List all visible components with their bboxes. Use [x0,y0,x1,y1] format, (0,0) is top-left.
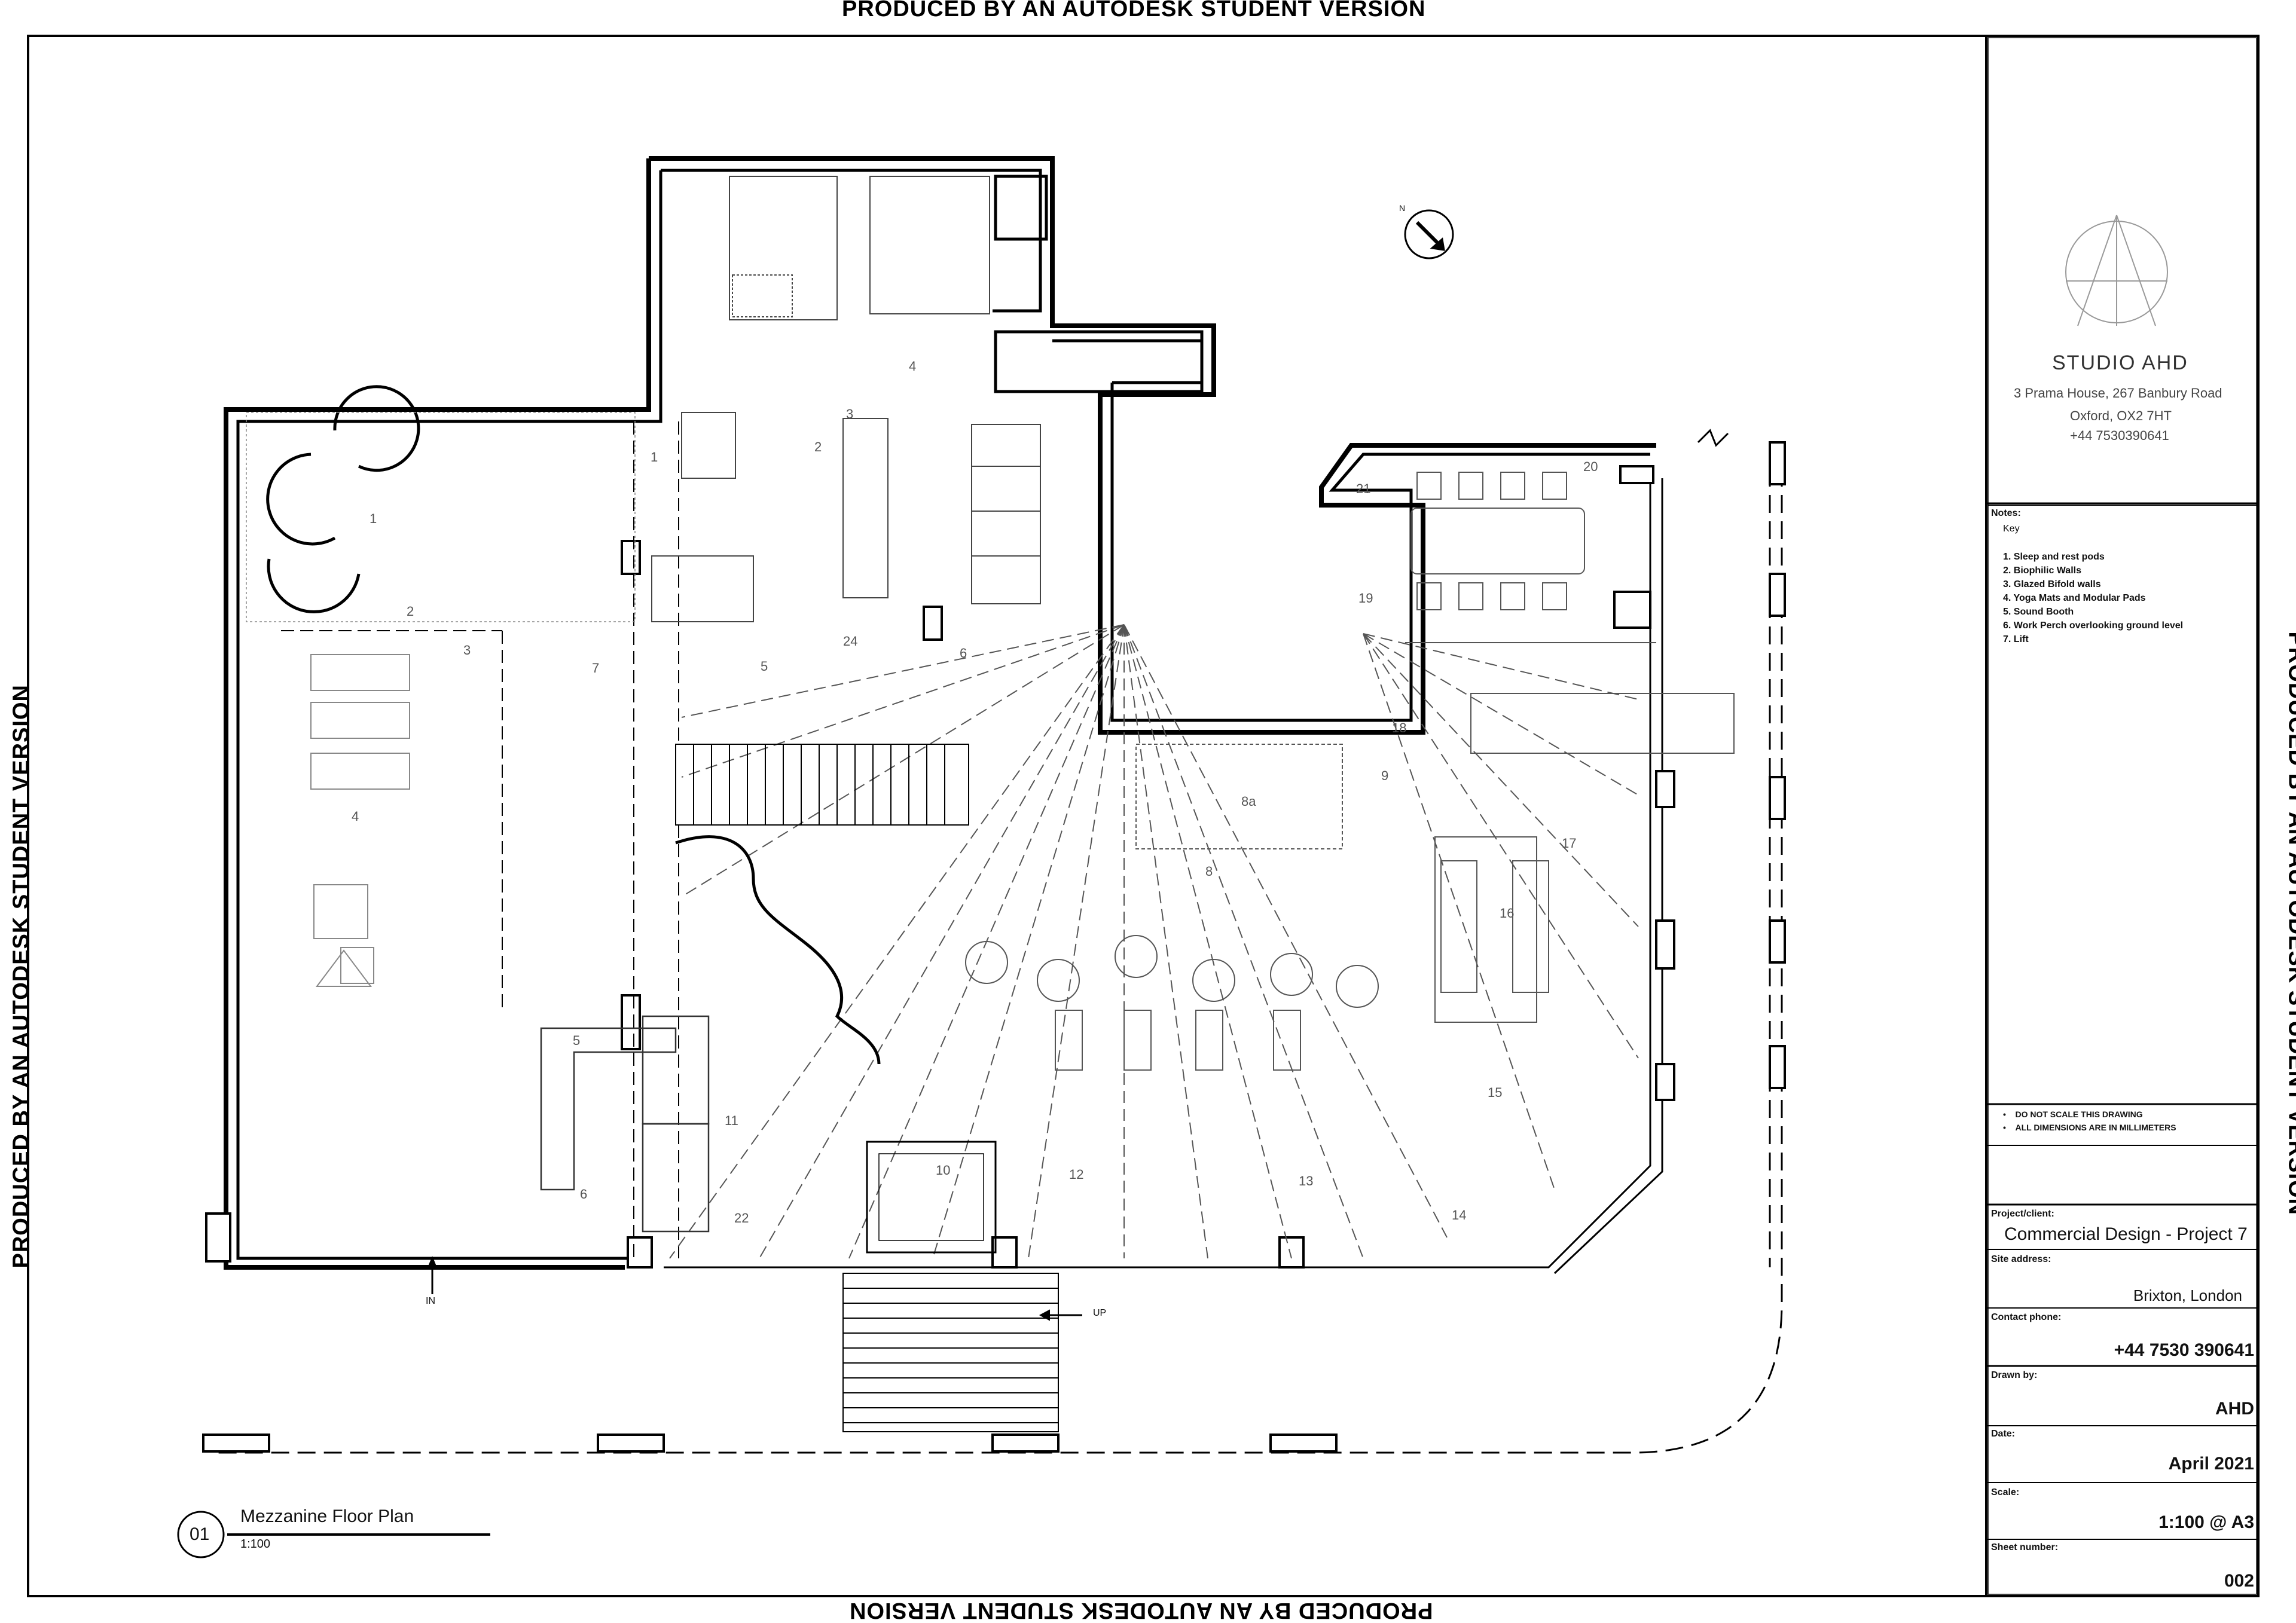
notes-heading: Notes: [1991,508,2021,518]
drawing-number: 01 [190,1524,210,1544]
north-label: N [1399,203,1406,213]
room-number: 5 [573,1033,581,1048]
long-bench [1434,693,1735,1023]
cafe-tables [965,744,1379,1071]
studio-address-line1: 3 Prama House, 267 Banbury Road [2014,386,2222,401]
project-label: Project/client: [1991,1209,2054,1219]
external-stair [842,1273,1082,1432]
room-number: 2 [814,439,822,454]
room-number: 9 [1381,768,1389,783]
site-value: Brixton, London [2133,1286,2242,1304]
notes-list: 1. Sleep and rest pods 2. Biophilic Wall… [2003,550,2183,646]
notes-item: 3. Glazed Bifold walls [2003,579,2101,589]
drawn-value: AHD [2215,1399,2254,1419]
notes-item: 6. Work Perch overlooking ground level [2003,621,2184,631]
wc-block [651,176,1041,622]
room-number: 2 [407,604,414,619]
room-number: 6 [580,1187,588,1202]
interior-walls [236,169,1650,1260]
columns [202,441,1786,1453]
studio-name: STUDIO AHD [2052,352,2188,374]
yoga-mats [310,654,410,987]
sheet-border [27,35,2260,1597]
north-arrow [1404,209,1454,259]
notes-item: 1. Sleep and rest pods [2003,552,2105,562]
notes-item: 2. Biophilic Walls [2003,566,2081,576]
contact-label: Contact phone: [1991,1312,2062,1322]
disclaimer-item: • DO NOT SCALE THIS DRAWING [2003,1109,2143,1119]
sightlines [669,624,1639,1259]
exterior-walls [224,156,1656,1270]
room-number: 7 [592,661,600,676]
notes-item: 7. Lift [2003,634,2029,644]
sheet-label: Sheet number: [1991,1542,2059,1552]
drawn-label: Drawn by: [1991,1370,2038,1380]
office-booths [540,1015,710,1233]
sheet-value: 002 [2224,1571,2254,1591]
room-number: 14 [1452,1208,1467,1222]
room-number: 4 [352,809,359,824]
room-number: 20 [1583,459,1598,474]
studio-address-line2: Oxford, OX2 7HT [2070,408,2172,423]
room-number: 11 [725,1113,738,1128]
room-number: 8 [1205,864,1213,879]
room-number: 5 [761,659,768,674]
east-walls [215,429,1783,1454]
work-perch [675,835,881,1065]
glazed-walls [281,421,679,1258]
room-number: 19 [1358,591,1373,606]
room-number: 3 [463,643,471,658]
room-number: 24 [843,634,858,649]
room-number: 12 [1069,1167,1084,1182]
drawing-title: Mezzanine Floor Plan [240,1506,414,1526]
room-number: 21 [1356,481,1371,496]
biophilic-wall [246,412,636,622]
plan-title-bubble [177,1511,490,1558]
room-number: 22 [734,1211,749,1225]
room-number: 10 [936,1163,951,1178]
room-number: 1 [651,450,658,464]
contact-value: +44 7530 390641 [2114,1340,2254,1360]
studio-logo [2065,215,2168,326]
room-number: 13 [1299,1173,1314,1188]
scale-label: Scale: [1991,1487,2020,1497]
disclaimers: • DO NOT SCALE THIS DRAWING • ALL DIMENS… [2003,1108,2176,1134]
room-number: 17 [1562,836,1577,851]
room-number: 6 [960,646,967,661]
notes-item: 5. Sound Booth [2003,607,2074,617]
room-number: 1 [370,511,377,526]
internal-stair [675,744,969,826]
room-number: 4 [909,359,917,374]
notes-item: 4. Yoga Mats and Modular Pads [2003,593,2146,603]
meeting-table [1405,472,1656,643]
entry-arrow [426,1256,438,1294]
project-value: Commercial Design - Project 7 [2004,1224,2248,1244]
drawing-scale: 1:100 [240,1538,271,1551]
room-number: 3 [846,406,854,421]
date-label: Date: [1991,1429,2016,1439]
disclaimer-item: • ALL DIMENSIONS ARE IN MILLIMETERS [2003,1123,2176,1132]
sound-booth [866,1141,997,1254]
watermark-top: PRODUCED BY AN AUTODESK STUDENT VERSION [842,0,1426,22]
sleep-pods [266,385,420,614]
date-value: April 2021 [2168,1454,2254,1474]
scale-value: 1:100 @ A3 [2158,1512,2254,1532]
room-number: 16 [1500,906,1515,921]
stair-up-label: UP [1093,1308,1107,1318]
room-number: 8a [1241,794,1256,809]
entry-label: IN [426,1296,435,1306]
notes-key: Key [2003,524,2020,534]
site-label: Site address: [1991,1254,2051,1264]
room-number: 18 [1392,720,1407,735]
studio-phone: +44 7530390641 [2070,428,2169,443]
room-number: 15 [1488,1085,1503,1100]
